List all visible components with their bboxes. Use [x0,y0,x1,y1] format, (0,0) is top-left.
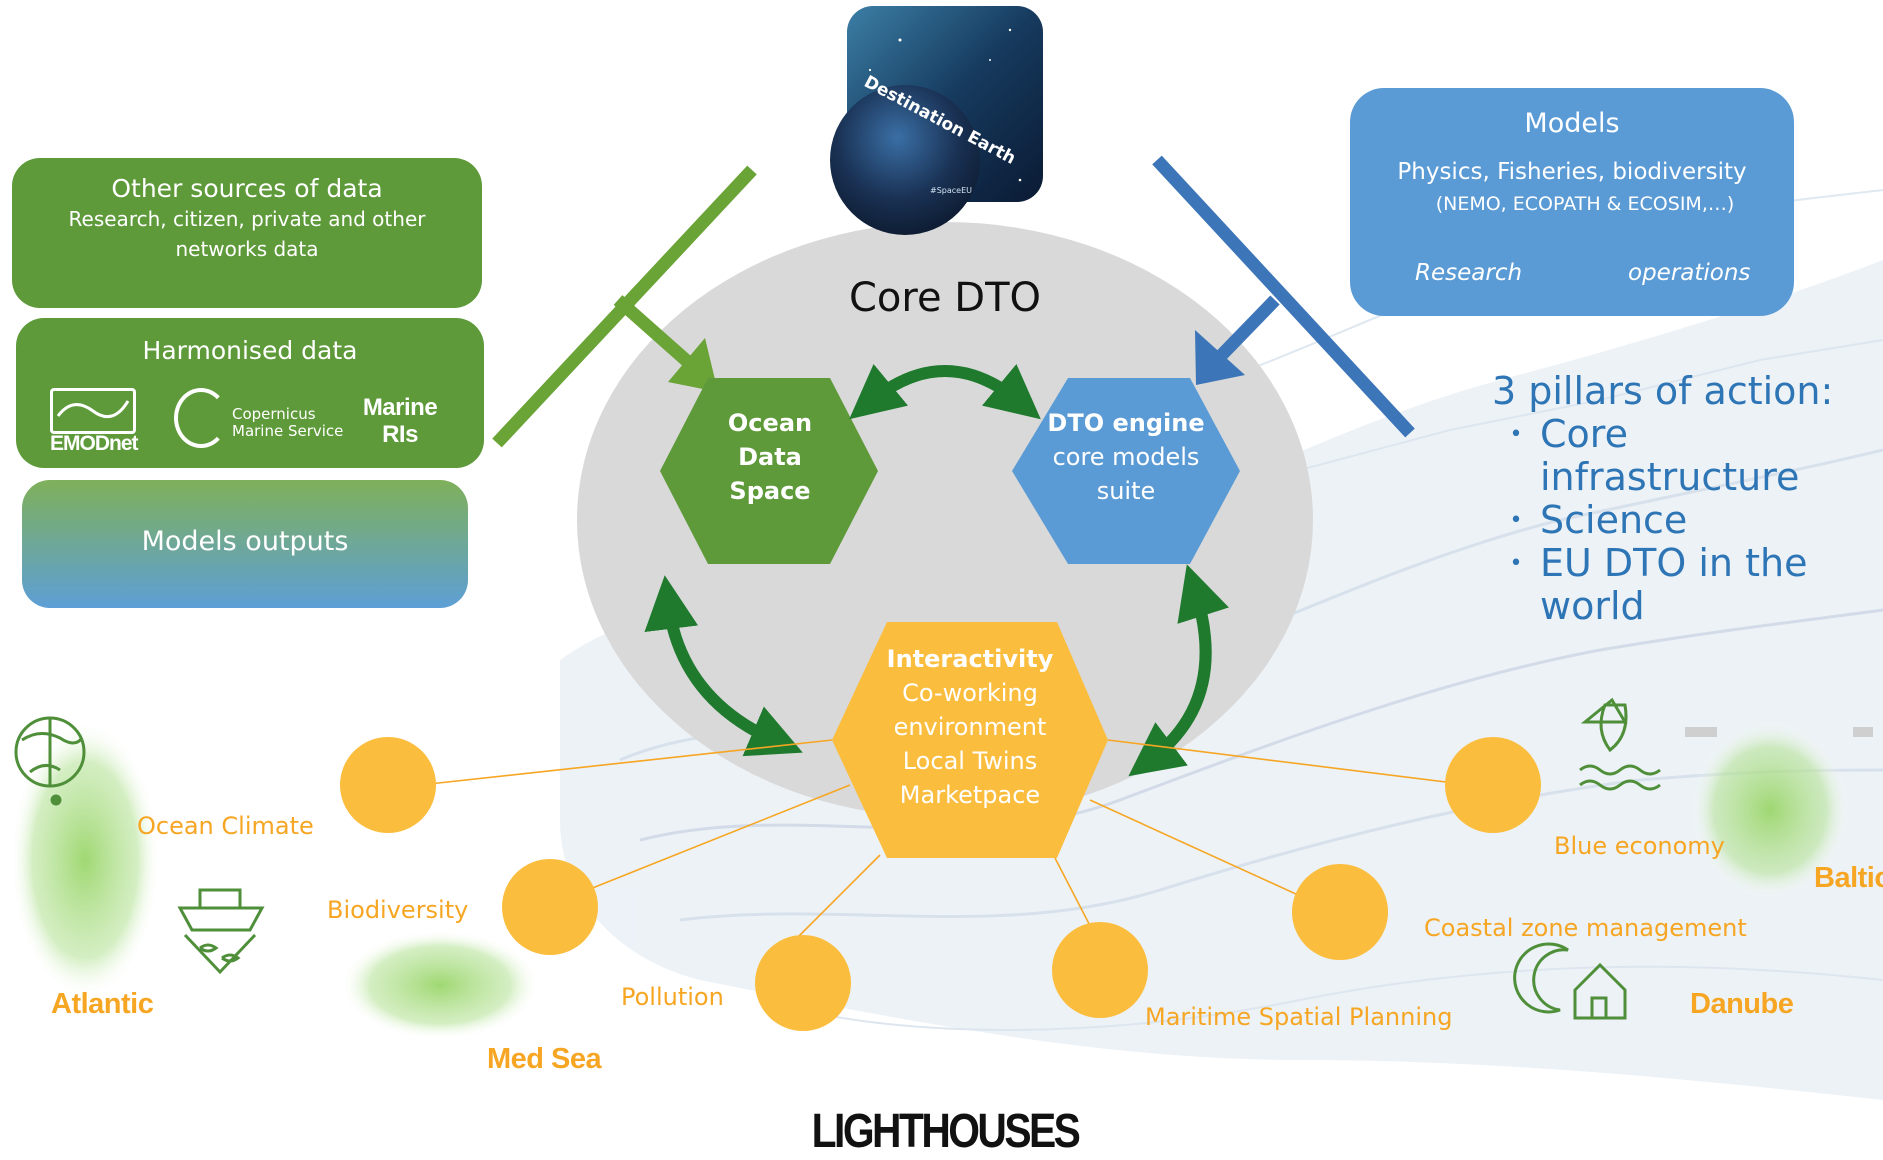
pillar-bullet: • [1509,508,1523,533]
marine-ris-line2: RIs [382,421,418,448]
ocean-line2: Data [738,443,802,471]
lighthouses-title: LIGHTHOUSES [811,1105,1081,1158]
theme-maritime-spatial-planning: Maritime Spatial Planning [1145,1003,1453,1031]
globe-leaf-icon [14,716,86,806]
ocean-line3: Space [729,477,811,505]
emodnet-wave-icon [56,400,130,419]
region-baltic: Baltic [1814,862,1883,894]
other-sources-box: Other sources of data Research, citizen,… [12,158,482,308]
plant-water-icon [1579,697,1661,791]
atlantic-map [10,720,160,1000]
emodnet-logo [50,388,136,434]
models-title: Models [1524,108,1620,139]
interactivity-line3: environment [893,713,1047,741]
interactivity-line4: Local Twins [902,747,1038,775]
theme-pollution: Pollution [621,983,724,1011]
theme-ocean-climate: Ocean Climate [137,812,314,840]
dto-engine-hexagon [1012,378,1240,564]
lighthouse-circles [340,737,1541,1031]
theme-biodiversity: Biodiversity [327,896,469,924]
pillars-block: 3 pillars of action: • Core infrastructu… [1492,370,1877,628]
core-arrow-right [1128,564,1229,777]
region-danube: Danube [1690,988,1794,1020]
other-sources-line2: networks data [175,237,319,261]
engine-line2: core models [1052,443,1200,471]
models-box: Models Physics, Fisheries, biodiversity … [1350,88,1794,316]
pillar-text: Science [1540,498,1688,542]
copernicus-fish-icon [174,388,228,448]
dto-engine-label: DTO engine core models suite [1026,406,1226,508]
pillar-bullet: • [1509,422,1523,447]
copernicus-line1: Copernicus [232,405,316,423]
interactivity-line2: Co-working [902,679,1038,707]
harmonised-data-box: Harmonised data EMODnet Copernicus Marin… [16,318,484,468]
pillar-text: EU DTO in the world [1540,541,1808,628]
other-sources-line1: Research, citizen, private and other [68,207,426,231]
marine-ris-logo: Marine RIs [360,394,440,448]
ship-fish-icon [177,888,265,975]
moon-house-icon [1513,942,1627,1020]
region-atlantic: Atlantic [51,988,154,1020]
research-label: Research [1415,260,1523,286]
theme-blue-economy: Blue economy [1554,832,1725,860]
cover-hashtag: #SpaceEU [930,186,972,195]
destination-earth-cover [830,6,1043,235]
ocean-line1: Ocean [727,409,813,437]
theme-coastal-zone-management: Coastal zone management [1424,914,1747,942]
copernicus-line2: Marine Service [232,422,344,440]
core-arrow-top [849,363,1041,420]
lighthouse-connectors [419,739,1471,946]
marine-ris-line1: Marine [362,394,438,421]
pillar-text: Core infrastructure [1540,412,1800,499]
models-outputs-label: Models outputs [141,526,349,557]
other-sources-title: Other sources of data [111,174,383,203]
pillar-bullet: • [1509,551,1523,576]
pillars-title: 3 pillars of action: [1492,369,1834,413]
ocean-data-space-label: Ocean Data Space [690,406,850,508]
core-arrow-left [644,575,803,757]
pillar-item: • Core infrastructure [1492,413,1877,499]
engine-line3: suite [1096,477,1156,505]
interactivity-line5: Marketpace [899,781,1041,809]
core-dto-title: Core DTO [848,275,1041,321]
region-med-sea: Med Sea [487,1043,602,1075]
data-input-arrow [492,165,757,448]
med-sea-map [340,930,540,1040]
pillar-item: • Science [1492,499,1877,542]
interactivity-hexagon [832,622,1108,858]
emodnet-label: EMODnet [50,432,138,455]
operations-label: operations [1628,260,1751,286]
harmonised-data-title: Harmonised data [142,336,358,365]
ocean-data-space-hexagon [660,378,878,564]
model-input-arrow [1152,155,1415,438]
copernicus-logo-text: Copernicus Marine Service [232,406,343,440]
models-line1: Physics, Fisheries, biodiversity [1397,159,1747,185]
baltic-map [1690,720,1850,900]
interactivity-line1: Interactivity [886,645,1054,673]
models-line2: (NEMO, ECOPATH & ECOSIM,…) [1435,193,1735,215]
engine-line1: DTO engine [1047,409,1205,437]
interactivity-label: Interactivity Co-working environment Loc… [860,642,1080,812]
models-outputs-box: Models outputs [22,480,468,608]
pillar-item: • EU DTO in the world [1492,542,1877,628]
